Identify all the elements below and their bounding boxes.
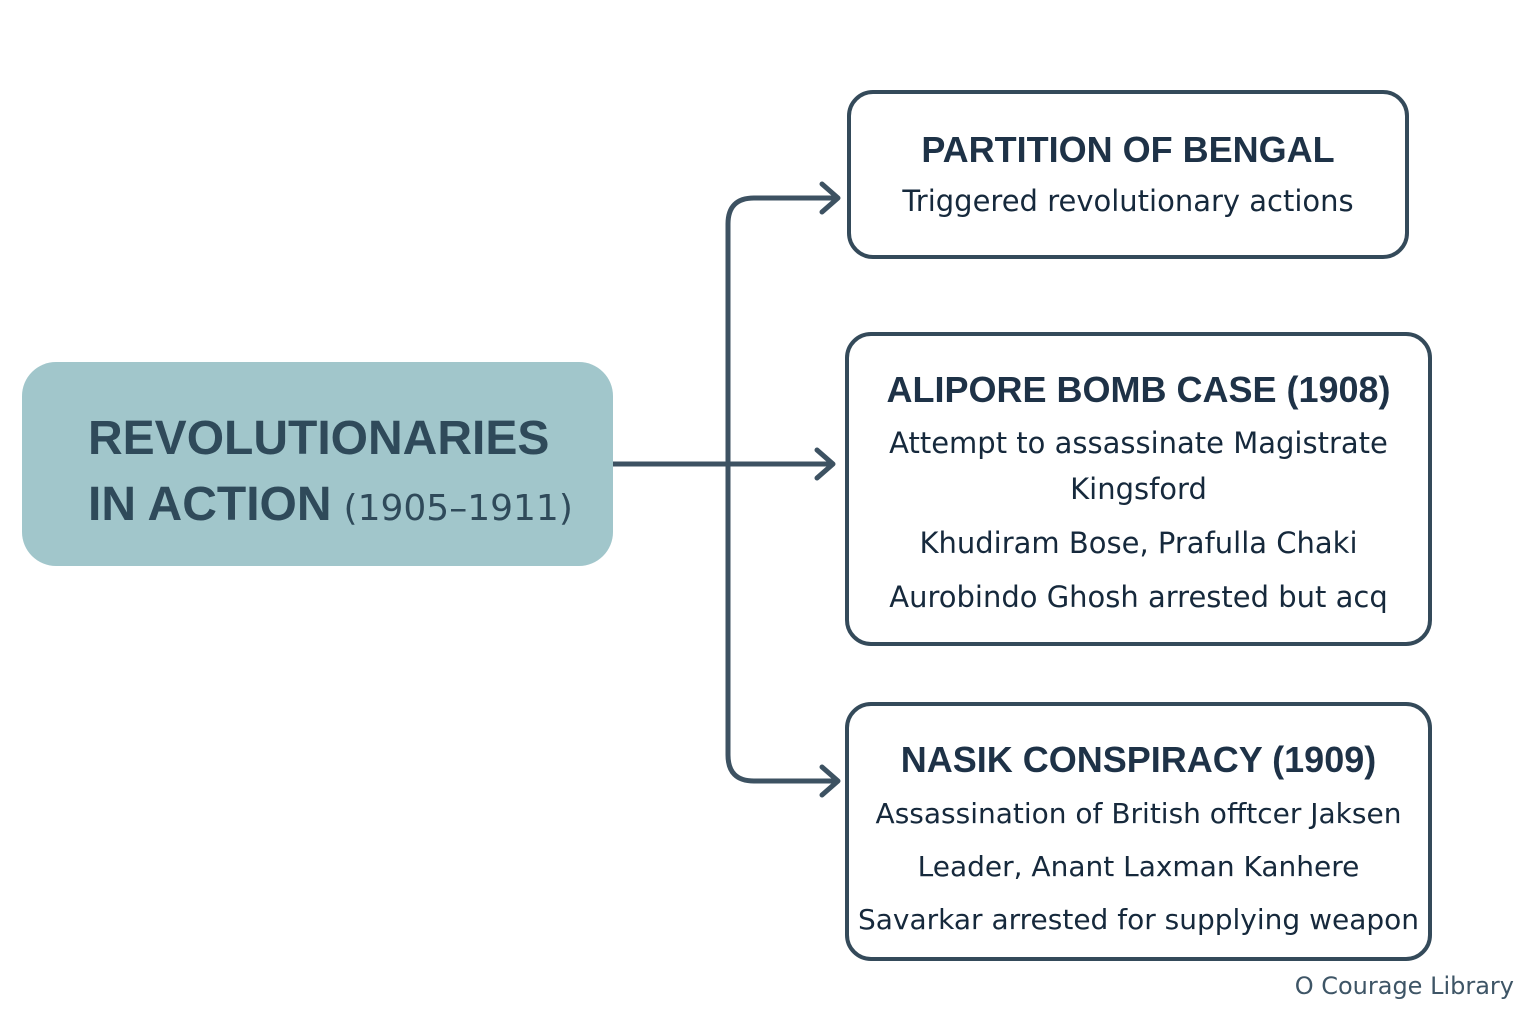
node-title: ALIPORE BOMB CASE (1908) — [886, 369, 1391, 410]
node-partition-of-bengal: PARTITION OF BENGAL Triggered revolution… — [847, 90, 1409, 259]
node-detail-line: Aurobindo Ghosh arrested but acq — [889, 580, 1388, 614]
central-topic-node: REVOLUTIONARIES IN ACTION (1905–1911) — [22, 362, 613, 566]
node-detail-line: Kingsford — [1070, 472, 1207, 506]
node-nasik-conspiracy: NASIK CONSPIRACY (1909) Assassination of… — [845, 702, 1432, 961]
node-detail-line: Attempt to assassinate Magistrate — [889, 426, 1388, 460]
node-detail-line: Triggered revolutionary actions — [902, 184, 1354, 218]
node-detail-line: Assassination of British offtcer Jaksen — [875, 797, 1402, 830]
central-title-line2: IN ACTION (1905–1911) — [88, 472, 613, 542]
branch-connector-bottom — [725, 461, 839, 784]
central-title-line1: REVOLUTIONARIES — [88, 412, 550, 465]
node-detail-line: Khudiram Bose, Prafulla Chaki — [919, 526, 1358, 560]
arrowhead-bottom — [819, 764, 841, 798]
node-alipore-bomb-case: ALIPORE BOMB CASE (1908) Attempt to assa… — [845, 332, 1432, 646]
central-title-main: IN ACTION — [88, 478, 332, 531]
node-detail-line: Leader, Anant Laxman Kanhere — [917, 850, 1360, 883]
node-detail-line: Savarkar arrested for supplying weapon — [858, 903, 1419, 936]
arrowhead-middle — [814, 447, 836, 481]
branch-connector-top — [725, 195, 839, 467]
central-years: (1905–1911) — [343, 488, 573, 529]
node-title: NASIK CONSPIRACY (1909) — [900, 739, 1377, 780]
node-title: PARTITION OF BENGAL — [921, 129, 1335, 170]
watermark-text: O Courage Library — [1294, 972, 1514, 1000]
arrowhead-top — [819, 181, 841, 215]
